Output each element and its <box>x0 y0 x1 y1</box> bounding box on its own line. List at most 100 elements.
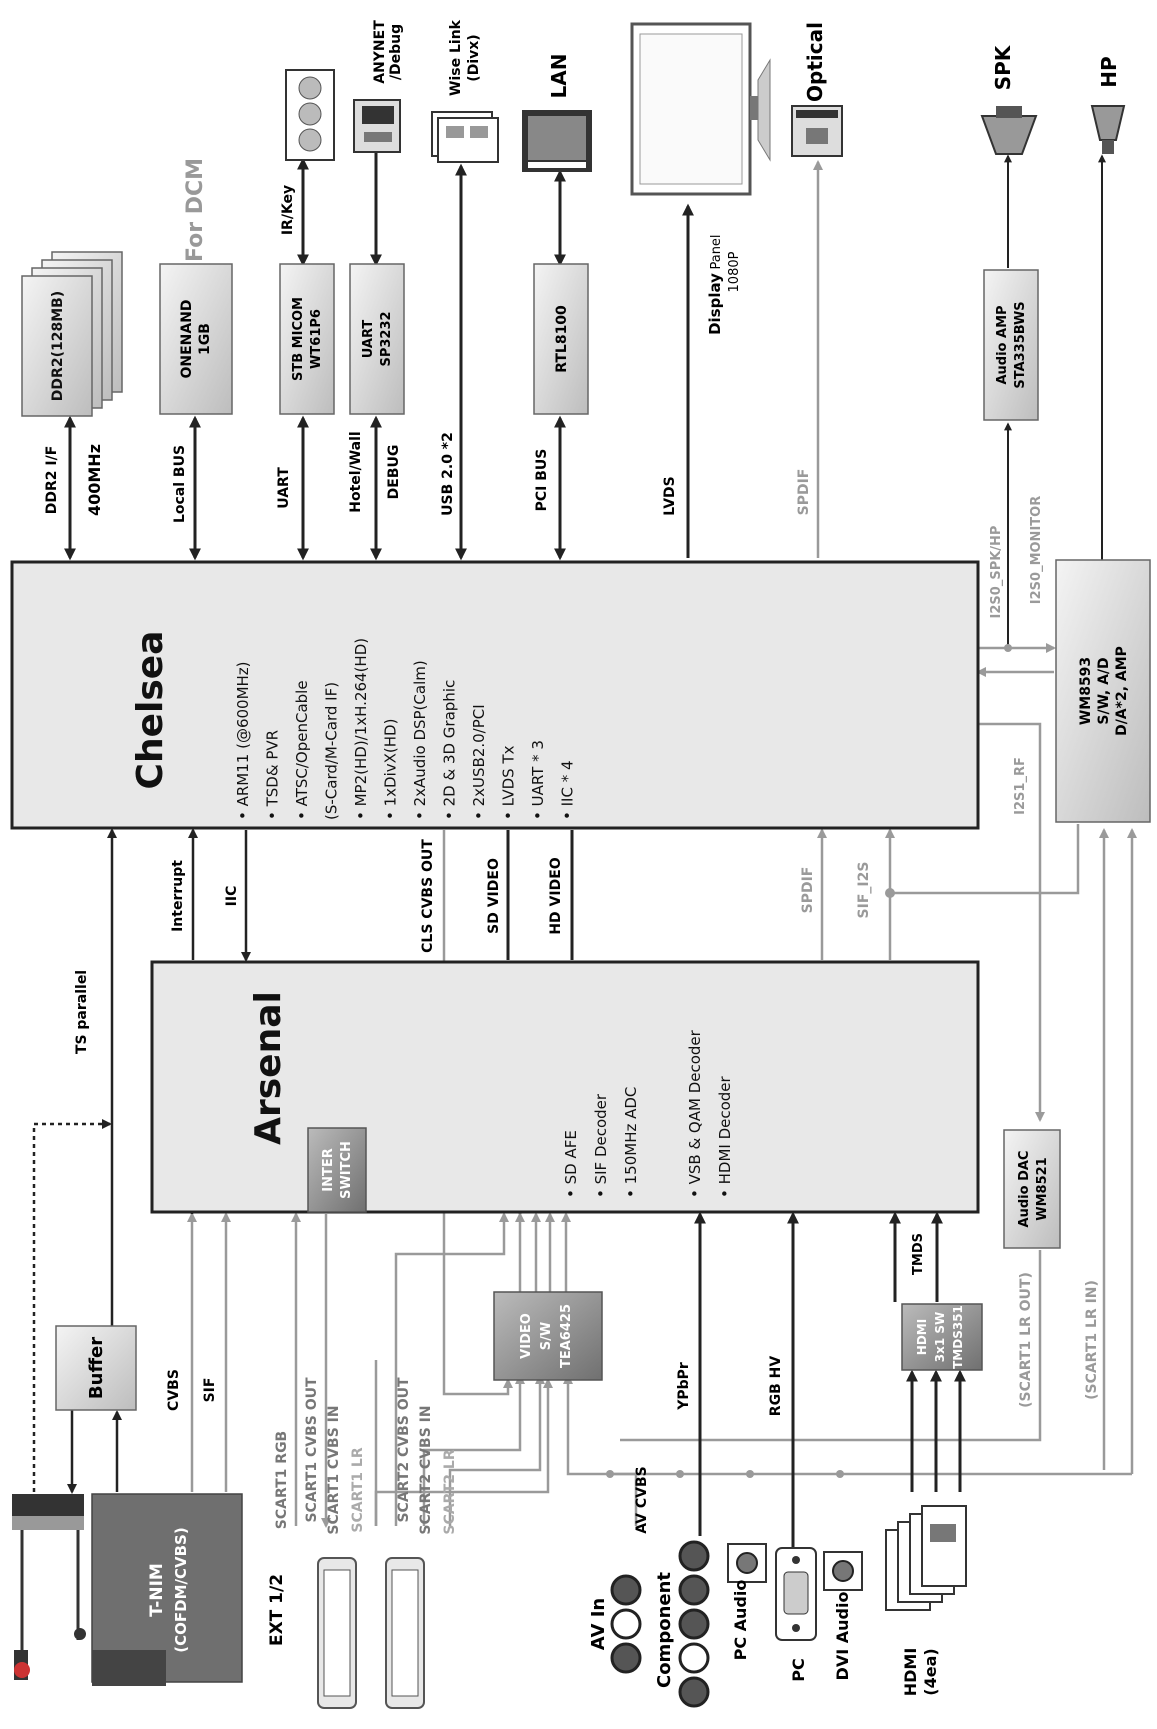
uart-sp3232-block: UART SP3232 <box>349 263 405 415</box>
scart1-cvbs-in-label: SCART1 CVBS IN <box>326 1405 342 1534</box>
onenand-block: ONENAND 1GB <box>159 263 233 415</box>
wm8593-function-2: D/A*2, AMP <box>1114 646 1130 736</box>
wise-link-divx-label: (Divx) <box>466 34 482 81</box>
chelsea-feature-3: • ATSC/OpenCable <box>293 680 311 820</box>
sif-i2s-label: SIF_I2S <box>856 862 872 919</box>
chelsea-feature-5: • MP2(HD)/1xH.264(HD) <box>352 638 370 820</box>
scart1-lr-out-label: (SCART1 LR OUT) <box>1018 1272 1034 1408</box>
arsenal-feature-list: • SD AFE• SIF Decoder• 150MHz ADC• VSB &… <box>562 1029 734 1198</box>
connection-lines <box>32 137 1137 1560</box>
component-label: Component <box>654 1572 675 1688</box>
usb-label: USB 2.0 *2 <box>440 432 456 516</box>
i2s0-spk-hp-label: I2S0_SPK/HP <box>989 526 1004 619</box>
chelsea-feature-12: • IIC * 4 <box>559 760 577 820</box>
tnim-label: T-NIM <box>147 1563 167 1617</box>
chelsea-feature-6: • 1xDivX(HD) <box>382 719 400 820</box>
tmds-label: TMDS <box>911 1233 926 1275</box>
onenand-size: 1GB <box>197 323 213 355</box>
arsenal-chip: Arsenal <box>150 960 980 1214</box>
arsenal-title: Arsenal <box>248 991 289 1145</box>
optical-icon <box>791 105 843 157</box>
video-sw-label-3: TEA6425 <box>559 1304 574 1368</box>
arsenal-feature-a-1: • SD AFE <box>562 1130 580 1198</box>
pc-label: PC <box>789 1658 808 1681</box>
ddr2-memory-block: DDR2(128MB) <box>21 251 123 417</box>
hdmi-input-label: HDMI <box>901 1648 920 1697</box>
display-label: Display <box>706 273 724 335</box>
chelsea-title: Chelsea <box>130 631 171 790</box>
av-in-rca-icon <box>610 1574 642 1674</box>
scart1-rgb-label: SCART1 RGB <box>274 1431 290 1529</box>
arsenal-feature-a-2: • SIF Decoder <box>592 1093 610 1198</box>
pci-bus-label: PCI BUS <box>534 449 550 512</box>
hdmi-sw-label-2: 3x1 SW <box>933 1312 947 1363</box>
scart2-cvbs-out-label: SCART2 CVBS OUT <box>396 1377 412 1523</box>
display-tv-icon <box>630 22 771 196</box>
wm8593-label: WM8593 <box>1078 657 1094 725</box>
chelsea-feature-8: • 2D & 3D Graphic <box>441 680 459 820</box>
hdmi-switch-block: HDMI 3x1 SW TMDS351 <box>901 1303 983 1371</box>
buffer-label: Buffer <box>86 1337 107 1399</box>
scart-connector-1 <box>317 1557 357 1709</box>
wm8593-function-1: S/W, A/D <box>1096 657 1112 724</box>
display-panel-label: Panel <box>709 234 724 269</box>
audio-dac-label: Audio DAC <box>1017 1151 1032 1228</box>
chelsea-feature-10: • LVDS Tx <box>500 745 518 820</box>
lvds-label: LVDS <box>662 476 678 516</box>
hdmi-connectors-icon <box>885 1505 967 1611</box>
uart-label: UART <box>361 320 376 359</box>
chelsea-feature-2: • TSD& PVR <box>264 730 282 820</box>
stb-micom-model: WT61P6 <box>309 309 324 369</box>
audio-dac-model: WM8521 <box>1035 1157 1050 1220</box>
video-switch-block: VIDEO S/W TEA6425 <box>493 1291 603 1381</box>
iic-label: IIC <box>224 886 240 907</box>
optical-label: Optical <box>803 22 827 102</box>
uart-model: SP3232 <box>379 311 394 366</box>
rtl8100-label: RTL8100 <box>554 305 570 373</box>
cls-cvbs-out-label: CLS CVBS OUT <box>420 839 436 953</box>
stb-micom-block: STB MICOM WT61P6 <box>279 263 335 415</box>
tnim-type: (COFDM/CVBS) <box>172 1527 190 1652</box>
spdif-arsenal-label: SPDIF <box>800 867 816 914</box>
pc-audio-jack-icon <box>727 1543 767 1583</box>
pc-vga-icon <box>775 1547 817 1641</box>
video-sw-label-1: VIDEO <box>519 1313 534 1359</box>
arsenal-feature-b-2: • HDMI Decoder <box>716 1075 734 1198</box>
cvbs-label: CVBS <box>166 1369 182 1411</box>
for-dcm-label: For DCM <box>183 158 208 262</box>
audio-amp-model: STA335BWS <box>1013 301 1028 388</box>
i2s0-monitor-label: I2S0_MONITOR <box>1029 496 1044 604</box>
hd-video-label: HD VIDEO <box>548 857 564 934</box>
ddr2-label: DDR2(128MB) <box>50 291 66 401</box>
video-sw-label-2: S/W <box>539 1322 554 1350</box>
dvi-audio-jack-icon <box>823 1551 863 1591</box>
debug-label: DEBUG <box>386 445 402 500</box>
spdif-output-label: SPDIF <box>796 469 812 516</box>
hdmi-sw-label-3: TMDS351 <box>951 1305 965 1369</box>
speaker-icon <box>980 106 1038 155</box>
inter-switch-block: INTER SWITCH <box>307 1127 367 1213</box>
i2s1-rf-label: I2S1_RF <box>1013 757 1028 815</box>
chelsea-feature-list: • ARM11 (@600MHz)• TSD& PVR• ATSC/OpenCa… <box>234 638 577 820</box>
ir-key-icon <box>285 69 335 161</box>
audio-dac-block: Audio DAC WM8521 <box>1003 1129 1061 1249</box>
wise-link-label: Wise Link <box>448 19 464 96</box>
chelsea-feature-7: • 2xAudio DSP(Calm) <box>411 660 429 820</box>
scart1-lr-label: SCART1 LR <box>350 1447 366 1532</box>
display-resolution: 1080P <box>727 251 742 292</box>
ts-parallel-label: TS parallel <box>74 970 90 1054</box>
hdmi-count-label: (4ea) <box>921 1648 940 1695</box>
spk-label: SPK <box>991 44 1015 90</box>
wise-link-usb-icon <box>431 111 499 163</box>
arsenal-feature-a-3: • 150MHz ADC <box>622 1087 640 1198</box>
ypbpr-label: YPbPr <box>676 1362 692 1411</box>
chelsea-feature-11: • UART * 3 <box>529 740 547 820</box>
lan-icon <box>522 110 592 172</box>
hp-label: HP <box>1097 56 1121 87</box>
ddr2-if-label: DDR2 I/F <box>44 446 60 515</box>
audio-amp-label: Audio AMP <box>995 305 1010 384</box>
av-cvbs-label: AV CVBS <box>634 1466 650 1533</box>
dvi-audio-label: DVI Audio <box>833 1592 852 1681</box>
scart-connector-2 <box>385 1557 425 1709</box>
chelsea-feature-4: (S-Card/M-Card IF) <box>323 682 341 820</box>
